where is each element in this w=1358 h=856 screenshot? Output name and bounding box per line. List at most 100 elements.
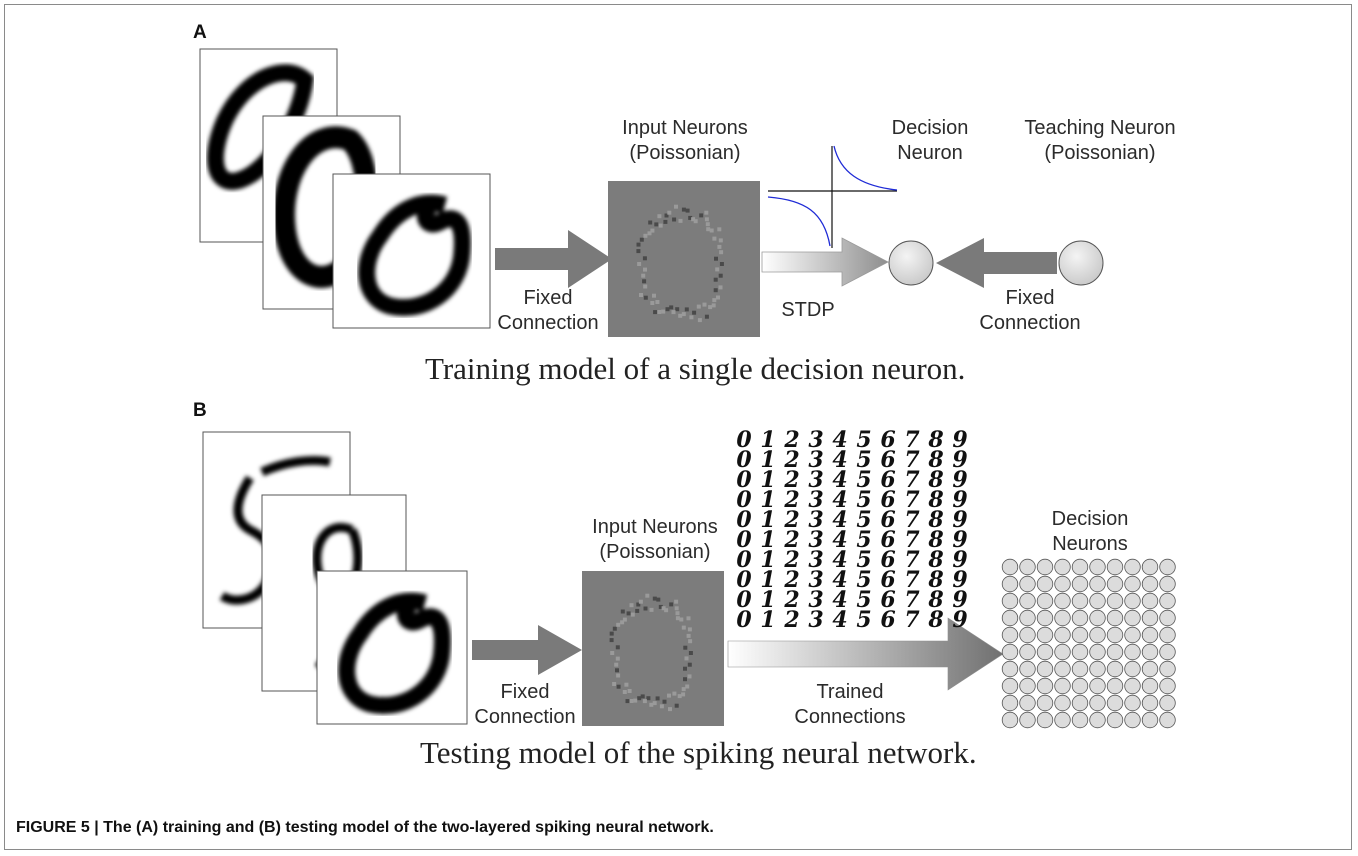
decision-neuron-cell bbox=[1141, 626, 1159, 644]
decision-neuron-cell bbox=[1071, 626, 1089, 644]
decision-neuron-cell bbox=[1019, 609, 1036, 627]
input-spike-pixel bbox=[681, 207, 686, 212]
digit-grid-cell: 8 bbox=[927, 507, 943, 533]
panel-b-input-label: Input Neurons (Poissonian) bbox=[560, 515, 750, 565]
panel-b-input-neurons-map bbox=[582, 571, 724, 726]
digit-grid-cell: 2 bbox=[783, 447, 799, 473]
input-spike-pixel bbox=[686, 633, 691, 638]
decision-neuron-cell bbox=[1141, 592, 1159, 610]
input-spike-pixel bbox=[642, 699, 647, 704]
decision-neuron-cell bbox=[1001, 643, 1019, 661]
input-spike-pixel bbox=[643, 606, 648, 611]
digit-grid-cell: 7 bbox=[904, 487, 920, 513]
decision-neuron-cell bbox=[1071, 694, 1089, 712]
input-spike-pixel bbox=[671, 310, 676, 315]
input-spike-pixel bbox=[712, 236, 717, 241]
input-spike-pixel bbox=[645, 593, 650, 598]
input-spike-pixel bbox=[692, 310, 697, 315]
decision-neuron-cell bbox=[1106, 711, 1124, 729]
decision-neuron-cell bbox=[1141, 677, 1159, 695]
input-spike-pixel bbox=[689, 315, 694, 320]
digit-grid-cell: 5 bbox=[856, 507, 871, 533]
decision-neuron-cell bbox=[1036, 694, 1054, 712]
decision-neuron-cell bbox=[1106, 626, 1124, 644]
input-spike-pixel bbox=[637, 262, 642, 266]
digit-grid-cell: 7 bbox=[904, 507, 920, 533]
input-spike-pixel bbox=[652, 596, 657, 601]
panel-a-fixed-left-line2: Connection bbox=[497, 312, 599, 334]
digit-grid-cell: 7 bbox=[904, 427, 920, 453]
input-spike-pixel bbox=[675, 611, 680, 616]
input-spike-pixel bbox=[612, 682, 617, 686]
panel-a-input-label-line2: (Poissonian) bbox=[629, 142, 741, 164]
decision-neuron-cell bbox=[1141, 575, 1159, 593]
digit-grid-cell: 6 bbox=[880, 427, 895, 453]
digit-grid-cell: 3 bbox=[808, 527, 823, 553]
input-spike-pixel bbox=[649, 702, 654, 707]
input-spike-pixel bbox=[674, 606, 679, 611]
digit-grid-cell: 9 bbox=[952, 467, 967, 493]
input-spike-pixel bbox=[629, 603, 634, 608]
decision-neuron-cell bbox=[1106, 677, 1124, 695]
digit-grid-cell: 2 bbox=[783, 507, 799, 533]
decision-neuron-cell bbox=[1019, 677, 1036, 695]
digit-grid-cell: 3 bbox=[808, 507, 823, 533]
digit-grid-cell: 6 bbox=[880, 587, 895, 613]
input-spike-pixel bbox=[665, 307, 670, 312]
panel-b-fixed-line1: Fixed bbox=[500, 681, 550, 703]
input-spike-pixel bbox=[704, 314, 709, 319]
digit-grid-cell: 9 bbox=[952, 587, 967, 613]
decision-neuron-cell bbox=[1036, 575, 1054, 593]
decision-neuron-cell bbox=[1071, 609, 1089, 627]
decision-neuron-cell bbox=[1089, 660, 1106, 678]
decision-neuron-cell bbox=[1089, 694, 1106, 712]
digit-grid-cell: 7 bbox=[904, 447, 920, 473]
digit-grid-cell: 8 bbox=[927, 587, 943, 613]
digit-grid-cell: 9 bbox=[952, 447, 967, 473]
input-spike-pixel bbox=[684, 307, 689, 312]
decision-neuron-cell bbox=[1124, 626, 1141, 644]
input-spike-pixel bbox=[663, 219, 668, 224]
decision-neuron-cell bbox=[1089, 711, 1106, 729]
digit-grid-cell: 8 bbox=[927, 487, 943, 513]
digit-grid-cell: 5 bbox=[856, 587, 871, 613]
decision-neuron-cell bbox=[1001, 660, 1019, 678]
input-spike-pixel bbox=[669, 602, 674, 607]
panel-b-decision-label-line2: Neurons bbox=[1052, 533, 1128, 555]
input-spike-pixel bbox=[622, 690, 627, 694]
input-spike-pixel bbox=[616, 622, 621, 627]
digit-grid-cell: 5 bbox=[856, 427, 871, 453]
digit-grid-cell: 1 bbox=[760, 527, 775, 553]
decision-neuron-cell bbox=[1019, 711, 1036, 729]
input-spike-pixel bbox=[641, 273, 646, 278]
input-spike-pixel bbox=[646, 696, 651, 701]
input-spike-pixel bbox=[704, 210, 709, 215]
input-spike-pixel bbox=[719, 262, 724, 266]
input-spike-pixel bbox=[711, 303, 716, 308]
decision-neuron-cell bbox=[1141, 609, 1159, 627]
decision-neuron-cell bbox=[1054, 575, 1071, 593]
input-spike-pixel bbox=[699, 213, 704, 218]
digit-grid-cell: 0 bbox=[736, 527, 752, 553]
decision-neuron-cell bbox=[1019, 626, 1036, 644]
input-spike-pixel bbox=[693, 219, 698, 224]
decision-neuron-cell bbox=[1089, 558, 1106, 576]
decision-neuron-cell bbox=[1089, 643, 1106, 661]
panel-a-fixed-right-line2: Connection bbox=[979, 312, 1081, 334]
panel-a-stdp-curve bbox=[767, 145, 898, 248]
input-spike-pixel bbox=[640, 694, 645, 699]
panel-a-caption: Training model of a single decision neur… bbox=[425, 351, 966, 386]
digit-grid-cell: 8 bbox=[927, 547, 943, 573]
digit-grid-cell: 4 bbox=[832, 587, 847, 613]
decision-neuron-cell bbox=[1019, 694, 1036, 712]
input-spike-pixel bbox=[625, 699, 630, 704]
digit-grid-cell: 2 bbox=[783, 527, 799, 553]
decision-neuron-cell bbox=[1159, 677, 1176, 695]
decision-neuron-cell bbox=[1141, 660, 1159, 678]
panel-b-fixed-arrow bbox=[472, 625, 582, 675]
digit-grid-cell: 0 bbox=[736, 567, 752, 593]
input-spike-pixel bbox=[638, 599, 643, 604]
input-spike-pixel bbox=[674, 204, 678, 209]
